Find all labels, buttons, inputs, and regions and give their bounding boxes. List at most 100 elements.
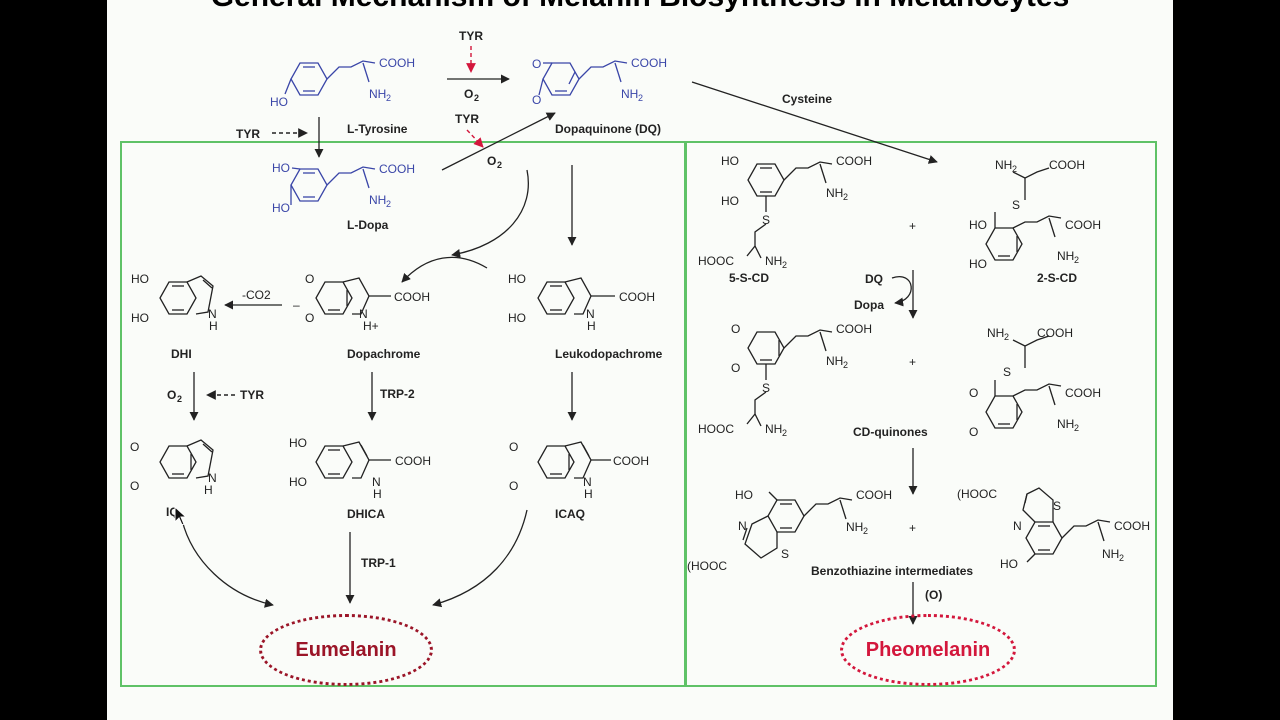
svg-text:HOOC: HOOC [698, 422, 734, 436]
svg-text:NH: NH [765, 254, 782, 268]
label-5scd: 5-S-CD [729, 271, 769, 285]
svg-text:H+: H+ [363, 319, 379, 333]
svg-text:H: H [373, 487, 382, 501]
dopaquinone-structure: O O COOH NH 2 [532, 56, 667, 107]
svg-text:(HOOC: (HOOC [687, 559, 727, 573]
svg-text:NH: NH [1057, 249, 1074, 263]
mouse-cursor-icon [174, 506, 188, 526]
iq-structure: O O N H [130, 439, 217, 497]
svg-text:S: S [1012, 198, 1020, 212]
svg-text:2: 2 [863, 526, 868, 536]
svg-text:COOH: COOH [395, 454, 431, 468]
svg-text:HO: HO [131, 311, 149, 325]
svg-text:S: S [762, 381, 770, 395]
label-dhi: DHI [171, 347, 192, 361]
svg-text:2: 2 [843, 192, 848, 202]
svg-text:N: N [583, 475, 592, 489]
svg-text:HO: HO [508, 272, 526, 286]
svg-text:O: O [130, 479, 139, 493]
dq-nh2: NH [621, 87, 638, 101]
label-dhica: DHICA [347, 507, 385, 521]
2scd-structure: S HO HO COOH NH 2 NH 2 COOH [969, 158, 1101, 271]
dq-o1: O [532, 57, 541, 71]
svg-text:HO: HO [289, 475, 307, 489]
svg-text:HO: HO [272, 161, 290, 175]
label-tyrosine: L-Tyrosine [347, 122, 408, 136]
svg-text:N: N [208, 307, 217, 321]
label-leukodopachrome: Leukodopachrome [555, 347, 663, 361]
svg-text:2: 2 [782, 260, 787, 270]
label-icaq: ICAQ [555, 507, 585, 521]
tyr-nh2: NH [369, 87, 386, 101]
5scd-structure: HO HO COOH NH 2 S HOOC NH 2 [698, 154, 872, 270]
enzyme-trp2: TRP-2 [380, 387, 415, 401]
svg-text:COOH: COOH [1065, 218, 1101, 232]
svg-text:+: + [909, 219, 916, 233]
svg-text:HO: HO [969, 218, 987, 232]
o2-mid: O [487, 154, 496, 168]
svg-text:+: + [909, 355, 916, 369]
svg-text:HO: HO [272, 201, 290, 215]
svg-text:N: N [208, 471, 217, 485]
dq-o2: O [532, 93, 541, 107]
svg-text:O: O [731, 322, 740, 336]
dopachrome-structure: O O – COOH N H+ [293, 272, 430, 333]
label-oxidation: (O) [925, 588, 942, 602]
eumelanin-label: Eumelanin [295, 638, 397, 661]
svg-text:2: 2 [638, 93, 643, 103]
svg-text:S: S [781, 547, 789, 561]
svg-text:N: N [738, 519, 747, 533]
dq-cooh: COOH [631, 56, 667, 70]
slide: General Mechanism of Melanin Biosynthesi… [107, 0, 1173, 720]
enzyme-tyr-left: TYR [236, 127, 260, 141]
svg-text:–: – [293, 298, 300, 312]
dhi-structure: HO HO N H [131, 272, 218, 333]
pheomelanin-panel [685, 141, 1157, 687]
enzyme-trp1: TRP-1 [361, 556, 396, 570]
leukodopachrome-structure: HO HO COOH N H [508, 272, 655, 333]
pheomelanin-ellipse: Pheomelanin [840, 614, 1016, 686]
svg-text:O: O [305, 272, 314, 286]
svg-text:S: S [762, 213, 770, 227]
label-dopachrome: Dopachrome [347, 347, 421, 361]
svg-text:2: 2 [386, 93, 391, 103]
cdquinone1-structure: O O COOH NH 2 S HOOC NH 2 [698, 322, 872, 438]
svg-text:S: S [1053, 499, 1061, 513]
label-cysteine: Cysteine [782, 92, 832, 106]
svg-text:COOH: COOH [1049, 158, 1085, 172]
label-co2: -CO2 [242, 288, 271, 302]
svg-text:2: 2 [843, 360, 848, 370]
svg-text:2: 2 [1004, 332, 1009, 342]
label-dopaquinone: Dopaquinone (DQ) [555, 122, 661, 136]
svg-text:NH: NH [826, 354, 843, 368]
svg-text:NH: NH [1102, 547, 1119, 561]
cdquinone2-structure: S O O COOH NH 2 NH 2 COOH [969, 326, 1101, 439]
svg-text:+: + [909, 521, 916, 535]
svg-text:COOH: COOH [619, 290, 655, 304]
o2-dhi: O [167, 388, 176, 402]
svg-text:COOH: COOH [1037, 326, 1073, 340]
svg-text:H: H [209, 319, 218, 333]
svg-text:N: N [359, 307, 368, 321]
svg-text:2: 2 [177, 394, 182, 404]
svg-text:NH: NH [369, 193, 386, 207]
label-cdquinones: CD-quinones [853, 425, 928, 439]
svg-text:(HOOC: (HOOC [957, 487, 997, 501]
svg-text:HO: HO [508, 311, 526, 325]
svg-text:HO: HO [969, 257, 987, 271]
label-ldopa: L-Dopa [347, 218, 389, 232]
svg-text:2: 2 [497, 160, 502, 170]
svg-text:NH: NH [987, 326, 1004, 340]
label-dopa: Dopa [854, 298, 884, 312]
svg-text:HO: HO [289, 436, 307, 450]
svg-text:2: 2 [1119, 553, 1124, 563]
svg-text:COOH: COOH [836, 322, 872, 336]
label-benzothiazine: Benzothiazine intermediates [811, 564, 973, 578]
svg-text:COOH: COOH [394, 290, 430, 304]
svg-text:O: O [305, 311, 314, 325]
svg-text:NH: NH [995, 158, 1012, 172]
svg-text:NH: NH [826, 186, 843, 200]
svg-text:O: O [969, 425, 978, 439]
svg-text:HO: HO [721, 194, 739, 208]
svg-text:O: O [509, 479, 518, 493]
